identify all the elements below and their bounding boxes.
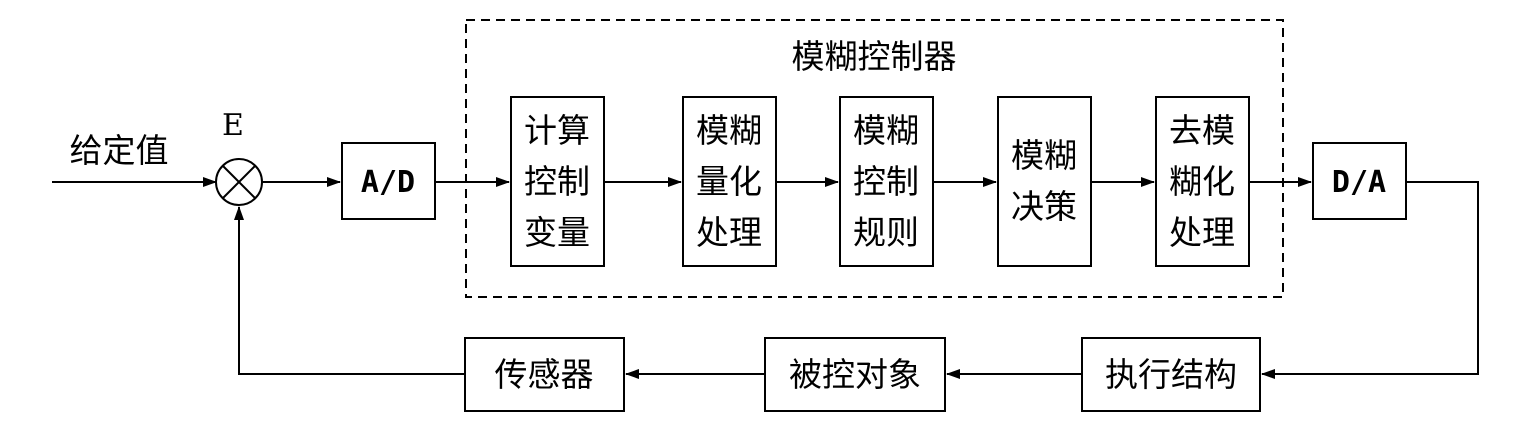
rules-line-1: 模糊 <box>853 111 919 150</box>
defuzz-line-2: 糊化 <box>1169 162 1235 201</box>
decision-line-2: 决策 <box>1011 187 1077 226</box>
controller-title: 模糊控制器 <box>792 37 957 76</box>
feedback-arrow <box>234 206 465 375</box>
summing-cross-b <box>222 165 256 199</box>
rules-line-2: 控制 <box>853 162 919 201</box>
actuator-label: 执行结构 <box>1105 355 1237 394</box>
summing-label: E <box>222 108 244 143</box>
quant-line-3: 处理 <box>696 213 762 252</box>
actuator-block <box>1081 337 1261 412</box>
fuzzy-controller-boundary <box>465 19 1284 298</box>
rules-line-3: 规则 <box>853 213 919 252</box>
sensor-block <box>464 337 625 412</box>
da-to-actuator-arrow <box>1261 181 1479 379</box>
quant-line-2: 量化 <box>696 162 762 201</box>
input-label: 给定值 <box>70 131 169 170</box>
sensor-label: 传感器 <box>495 355 594 394</box>
plant-block <box>764 337 946 412</box>
da-label: D/A <box>1332 165 1386 200</box>
calc-line-1: 计算 <box>524 111 590 150</box>
calc-line-2: 控制 <box>524 162 590 201</box>
quant-line-1: 模糊 <box>696 111 762 150</box>
defuzz-line-3: 处理 <box>1169 213 1235 252</box>
ad-label: A/D <box>361 165 415 200</box>
defuzz-line-1: 去模 <box>1169 111 1235 150</box>
calc-line-3: 变量 <box>524 213 590 252</box>
fuzzy-rules-block <box>839 96 934 267</box>
plant-label: 被控对象 <box>789 355 921 394</box>
fuzzy-decision-block <box>997 96 1092 267</box>
decision-line-1: 模糊 <box>1011 136 1077 175</box>
